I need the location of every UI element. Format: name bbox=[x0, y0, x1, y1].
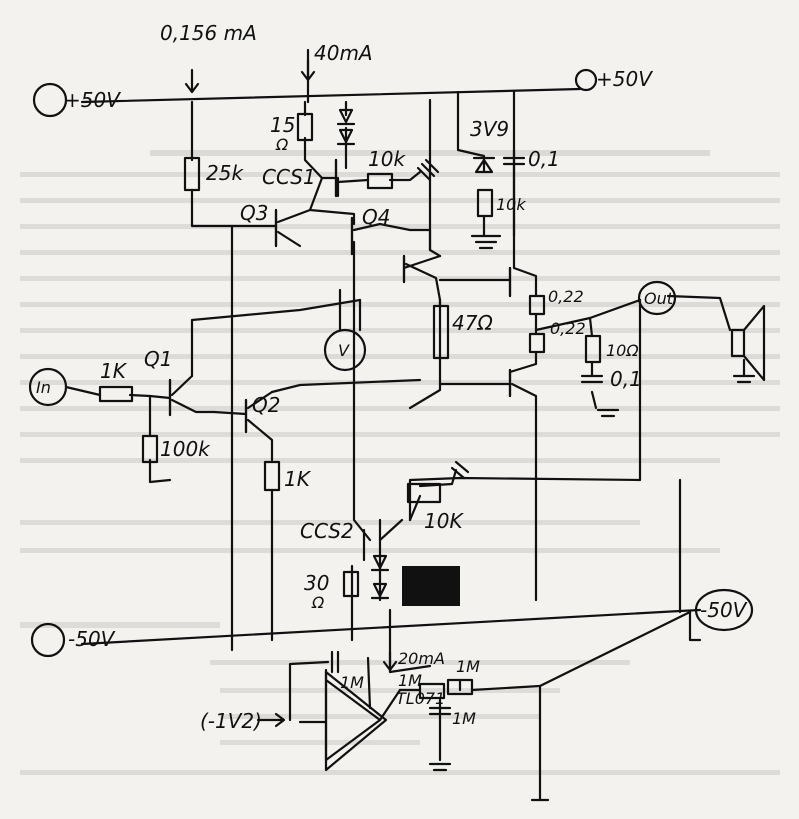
label-ccs1: CCS1 bbox=[262, 165, 316, 189]
zener-diode bbox=[472, 156, 496, 174]
resistor-100k bbox=[141, 434, 159, 464]
label-zobel-r: 10Ω bbox=[606, 341, 639, 360]
bleed-through-texture bbox=[20, 150, 780, 775]
ground-zener bbox=[470, 234, 502, 250]
label-pot-ccs2: 10K bbox=[424, 509, 464, 533]
label-meter: V bbox=[338, 341, 350, 360]
label-q2: Q2 bbox=[252, 393, 280, 417]
arrow-servo-ref bbox=[256, 712, 286, 728]
label-zener: 3V9 bbox=[470, 117, 509, 141]
label-input-current: 0,156 mA bbox=[160, 21, 257, 45]
resistor-q2-emitter bbox=[263, 460, 281, 492]
resistor-1m-a bbox=[418, 682, 446, 700]
diode-ccs2-b bbox=[370, 582, 390, 600]
label-ccs2: CCS2 bbox=[300, 519, 354, 543]
label-opamp: TL071 bbox=[396, 689, 445, 708]
label-q3: Q3 bbox=[240, 201, 268, 225]
label-ccs1-current: 40mA bbox=[314, 41, 373, 65]
label-r-bias-in: 100k bbox=[160, 437, 211, 461]
resistor-25k bbox=[183, 156, 201, 192]
label-r-top: 25k bbox=[206, 161, 244, 185]
label-r-q2-emitter: 1K bbox=[284, 467, 312, 491]
diode-ccs1-a bbox=[336, 108, 356, 126]
label-re-bottom: 0,22 bbox=[550, 319, 586, 338]
resistor-1m-b bbox=[446, 678, 474, 696]
capacitor-zener bbox=[502, 156, 526, 166]
label-pos-supply-left: +50V bbox=[64, 88, 121, 112]
label-servo-ref: (-1V2) bbox=[200, 709, 262, 733]
pos-supply-terminal-left bbox=[32, 82, 68, 118]
arrow-current-ccs1 bbox=[300, 58, 316, 82]
label-q4: Q4 bbox=[362, 205, 390, 229]
resistor-15 bbox=[296, 112, 314, 142]
label-r-ccs2-unit: Ω bbox=[311, 593, 325, 612]
label-input: In bbox=[36, 378, 51, 397]
label-c-int: 1M bbox=[340, 673, 364, 692]
label-neg-supply-right: -50V bbox=[700, 598, 748, 622]
label-c-servo: 1M bbox=[452, 709, 476, 728]
capacitor-integrator bbox=[330, 650, 340, 674]
resistor-47 bbox=[432, 304, 450, 360]
ground-ccs1-pot bbox=[416, 158, 440, 182]
label-r-servo1: 1M bbox=[398, 671, 422, 690]
label-r-ccs2: 30 bbox=[304, 571, 329, 595]
ground-servo bbox=[428, 762, 452, 772]
label-re-top: 0,22 bbox=[548, 287, 584, 306]
label-r-bias: 47Ω bbox=[452, 311, 493, 335]
resistor-10k-zener bbox=[476, 188, 494, 218]
label-q1: Q1 bbox=[144, 347, 172, 371]
speaker bbox=[730, 304, 766, 382]
ground-ccs2-pot bbox=[450, 460, 470, 480]
wiring bbox=[64, 48, 746, 802]
label-neg-supply-left: -50V bbox=[68, 627, 116, 651]
arrow-current-input bbox=[184, 68, 200, 94]
pos-supply-terminal-right bbox=[574, 68, 598, 92]
pot-10k-ccs1 bbox=[366, 172, 394, 190]
capacitor-servo bbox=[428, 706, 452, 716]
neg-supply-terminal-left bbox=[30, 622, 66, 658]
resistor-30 bbox=[342, 570, 360, 598]
label-ccs2-current: 20mA bbox=[398, 649, 445, 668]
neg-supply-terminal-right bbox=[694, 588, 754, 632]
capacitor-zobel bbox=[580, 374, 604, 384]
label-pos-supply-right: +50V bbox=[596, 67, 653, 91]
label-pot-ccs1: 10k bbox=[368, 147, 406, 171]
resistor-r-in bbox=[98, 385, 134, 403]
resistor-zobel bbox=[584, 334, 602, 364]
label-r-zener: 10k bbox=[496, 195, 526, 214]
output-terminal bbox=[637, 280, 677, 316]
label-r-ccs1: 15 bbox=[270, 113, 295, 137]
input-terminal bbox=[28, 367, 68, 407]
arrow-current-ccs2 bbox=[382, 650, 398, 672]
diode-ccs2-a bbox=[370, 554, 390, 572]
label-c-zener: 0,1 bbox=[528, 147, 560, 171]
scribbled-out-block bbox=[402, 566, 460, 606]
label-r-ccs1-unit: Ω bbox=[275, 135, 289, 154]
components bbox=[28, 58, 766, 802]
pot-10k-ccs2 bbox=[406, 482, 442, 504]
voltmeter bbox=[323, 328, 367, 372]
resistor-0-22-top bbox=[528, 294, 546, 316]
resistor-0-22-bottom bbox=[528, 332, 546, 354]
label-output: Out bbox=[644, 289, 674, 308]
opamp-tl071 bbox=[324, 670, 388, 772]
label-r-in: 1K bbox=[100, 359, 128, 383]
label-r-servo2: 1M bbox=[456, 657, 480, 676]
diode-ccs1-b bbox=[336, 128, 356, 146]
label-zobel-c: 0,1 bbox=[610, 367, 642, 391]
ground-zobel bbox=[596, 408, 620, 418]
ground-speaker bbox=[732, 374, 756, 384]
